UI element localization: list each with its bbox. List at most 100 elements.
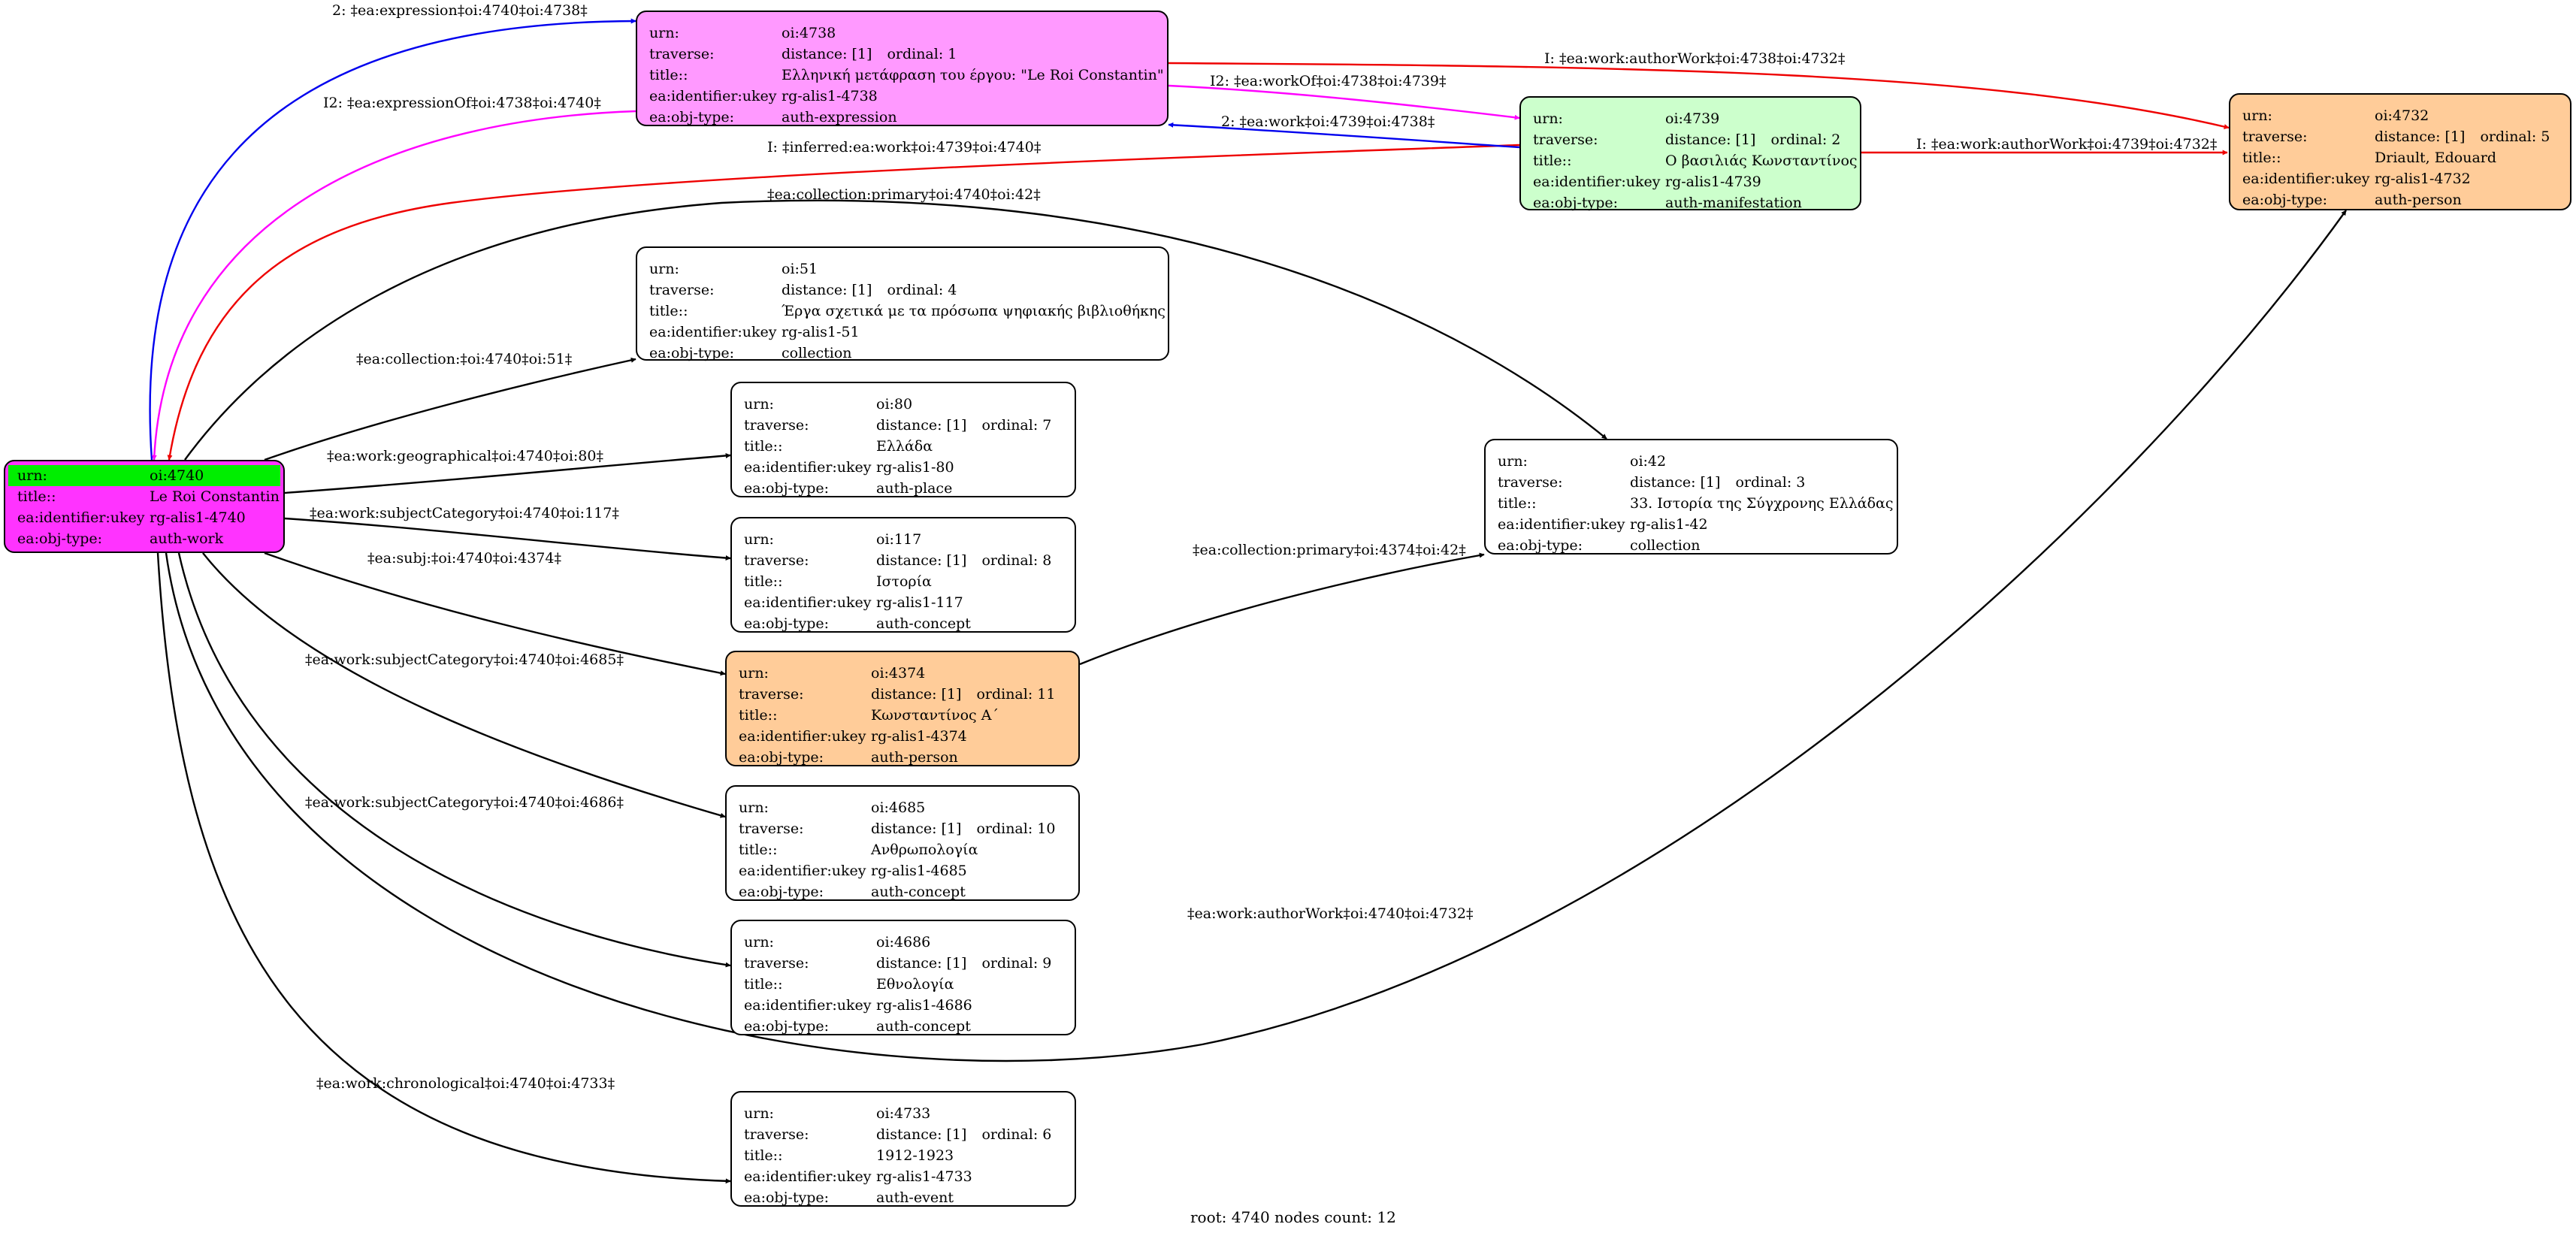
field-label-objtype: ea:obj-type: bbox=[744, 1018, 830, 1035]
node-urn: oi:42 bbox=[1630, 453, 1667, 470]
field-label-objtype: ea:obj-type: bbox=[17, 530, 103, 547]
node-objtype: collection bbox=[782, 345, 852, 361]
field-label-urn: urn: bbox=[1498, 453, 1528, 470]
field-label-urn: urn: bbox=[744, 396, 774, 413]
node-oi-4738[interactable]: urn:oi:4738 traverse:distance: [1]ordina… bbox=[636, 11, 1169, 126]
node-title: Ο βασιλιάς Κωνσταντίνος bbox=[1665, 153, 1858, 169]
node-oi-4374[interactable]: urn:oi:4374 traverse:distance: [1]ordina… bbox=[725, 651, 1080, 766]
field-label-ukey: ea:identifier:ukey bbox=[17, 509, 145, 526]
field-label-ukey: ea:identifier:ukey bbox=[744, 1168, 872, 1185]
field-label-title: title:: bbox=[744, 976, 783, 993]
node-ukey: rg-alis1-4374 bbox=[871, 728, 967, 745]
edge-label-work: 2: ‡ea:work‡oi:4739‡oi:4738‡ bbox=[1221, 113, 1435, 130]
field-label-traverse: traverse: bbox=[744, 552, 809, 569]
node-oi-4740[interactable]: urn: oi:4740 title::Le Roi Constantin ea:… bbox=[4, 460, 285, 553]
node-title: 33. Ιστορία της Σύγχρονης Ελλάδας bbox=[1630, 495, 1894, 512]
node-ukey: rg-alis1-4740 bbox=[150, 509, 246, 526]
edge-label-chronological: ‡ea:work:chronological‡oi:4740‡oi:4733‡ bbox=[316, 1075, 615, 1092]
node-ordinal: ordinal: 1 bbox=[887, 46, 957, 62]
edge-inferred-work-4739-4740 bbox=[167, 144, 1520, 461]
node-oi-4739[interactable]: urn:oi:4739 traverse:distance: [1]ordina… bbox=[1519, 96, 1861, 211]
node-oi-51[interactable]: urn:oi:51 traverse:distance: [1]ordinal:… bbox=[636, 246, 1169, 361]
node-distance: distance: [1] bbox=[2375, 128, 2466, 145]
node-title: Ελλάδα bbox=[876, 438, 933, 455]
node-ordinal: ordinal: 2 bbox=[1770, 131, 1841, 148]
edge-label-authorWork-4739: I: ‡ea:work:authorWork‡oi:4739‡oi:4732‡ bbox=[1916, 136, 2217, 153]
field-label-objtype: ea:obj-type: bbox=[649, 109, 735, 125]
node-urn: oi:51 bbox=[782, 261, 818, 277]
field-label-objtype: ea:obj-type: bbox=[2242, 192, 2328, 208]
field-label-objtype: ea:obj-type: bbox=[739, 749, 824, 766]
node-objtype: auth-person bbox=[871, 749, 958, 766]
node-ukey: rg-alis1-4738 bbox=[782, 88, 878, 104]
node-objtype: auth-expression bbox=[782, 109, 897, 125]
field-label-title: title:: bbox=[649, 67, 688, 83]
node-oi-4733[interactable]: urn:oi:4733 traverse:distance: [1]ordina… bbox=[730, 1091, 1076, 1207]
field-label-title: title:: bbox=[744, 573, 783, 590]
node-title: Le Roi Constantin bbox=[150, 488, 280, 505]
node-title: 1912-1923 bbox=[876, 1147, 954, 1164]
node-distance: distance: [1] bbox=[782, 282, 872, 298]
field-label-objtype: ea:obj-type: bbox=[744, 480, 830, 497]
field-label-traverse: traverse: bbox=[2242, 128, 2308, 145]
edge-label-subjectCategory-4686: ‡ea:work:subjectCategory‡oi:4740‡oi:4686… bbox=[305, 794, 624, 811]
edge-expression-4740-4738 bbox=[149, 18, 636, 461]
node-distance: distance: [1] bbox=[871, 686, 962, 703]
node-urn: oi:4686 bbox=[876, 934, 931, 950]
field-label-ukey: ea:identifier:ukey bbox=[744, 459, 872, 476]
edge-subjectCategory-4740-117 bbox=[284, 517, 731, 561]
node-oi-80[interactable]: urn:oi:80 traverse:distance: [1]ordinal:… bbox=[730, 382, 1076, 497]
field-label-ukey: ea:identifier:ukey bbox=[649, 324, 777, 340]
field-label-traverse: traverse: bbox=[739, 820, 804, 837]
node-urn: oi:4740 bbox=[150, 467, 204, 484]
node-objtype: auth-event bbox=[876, 1189, 954, 1206]
node-distance: distance: [1] bbox=[876, 955, 967, 972]
node-oi-4732[interactable]: urn:oi:4732 traverse:distance: [1]ordina… bbox=[2229, 93, 2571, 210]
field-label-urn: urn: bbox=[649, 261, 679, 277]
node-objtype: auth-manifestation bbox=[1665, 195, 1802, 211]
edge-work-4739-4738 bbox=[1168, 122, 1520, 149]
edge-label-inferred-work: I: ‡inferred:ea:work‡oi:4739‡oi:4740‡ bbox=[767, 139, 1041, 156]
node-ordinal: ordinal: 6 bbox=[981, 1126, 1052, 1143]
field-label-title: title:: bbox=[17, 488, 56, 505]
field-label-title: title:: bbox=[739, 707, 778, 724]
edge-label-collection-51: ‡ea:collection:‡oi:4740‡oi:51‡ bbox=[356, 351, 572, 367]
edge-workOf-4738-4739 bbox=[1168, 84, 1520, 120]
edge-label-authorWork-4740: ‡ea:work:authorWork‡oi:4740‡oi:4732‡ bbox=[1187, 905, 1473, 922]
node-ukey: rg-alis1-4732 bbox=[2375, 171, 2471, 187]
node-oi-42[interactable]: urn:oi:42 traverse:distance: [1]ordinal:… bbox=[1484, 439, 1898, 555]
node-oi-4686[interactable]: urn:oi:4686 traverse:distance: [1]ordina… bbox=[730, 920, 1076, 1035]
edge-label-authorWork-4738: I: ‡ea:work:authorWork‡oi:4738‡oi:4732‡ bbox=[1544, 50, 1845, 67]
field-label-urn: urn: bbox=[744, 934, 774, 950]
node-urn: oi:4685 bbox=[871, 799, 926, 816]
edge-subjectCategory-4740-4686 bbox=[177, 552, 731, 968]
node-distance: distance: [1] bbox=[876, 1126, 967, 1143]
field-label-title: title:: bbox=[1533, 153, 1572, 169]
node-title: Driault, Edouard bbox=[2375, 150, 2497, 166]
node-ukey: rg-alis1-51 bbox=[782, 324, 860, 340]
node-objtype: auth-place bbox=[876, 480, 953, 497]
node-ukey: rg-alis1-4685 bbox=[871, 863, 967, 879]
field-label-ukey: ea:identifier:ukey bbox=[739, 863, 866, 879]
node-objtype: collection bbox=[1630, 537, 1701, 554]
edge-authorWork-4740-4732 bbox=[165, 210, 2347, 1062]
field-label-ukey: ea:identifier:ukey bbox=[739, 728, 866, 745]
node-oi-4685[interactable]: urn:oi:4685 traverse:distance: [1]ordina… bbox=[725, 785, 1080, 901]
node-distance: distance: [1] bbox=[1630, 474, 1721, 491]
field-label-ukey: ea:identifier:ukey bbox=[1533, 174, 1661, 190]
node-ordinal: ordinal: 9 bbox=[981, 955, 1052, 972]
node-oi-117[interactable]: urn:oi:117 traverse:distance: [1]ordinal… bbox=[730, 517, 1076, 633]
field-label-objtype: ea:obj-type: bbox=[744, 615, 830, 632]
edge-label-subjectCategory-4685: ‡ea:work:subjectCategory‡oi:4740‡oi:4685… bbox=[305, 651, 624, 668]
field-label-ukey: ea:identifier:ukey bbox=[1498, 516, 1625, 533]
node-urn: oi:117 bbox=[876, 531, 922, 548]
edge-collection-primary-4740-42 bbox=[184, 199, 1607, 461]
field-label-urn: urn: bbox=[17, 467, 47, 484]
node-ukey: rg-alis1-42 bbox=[1630, 516, 1708, 533]
node-ordinal: ordinal: 5 bbox=[2480, 128, 2550, 145]
field-label-ukey: ea:identifier:ukey bbox=[744, 997, 872, 1014]
node-ukey: rg-alis1-80 bbox=[876, 459, 954, 476]
node-distance: distance: [1] bbox=[871, 820, 962, 837]
node-row-title: title::Le Roi Constantin bbox=[8, 486, 280, 507]
node-ordinal: ordinal: 3 bbox=[1735, 474, 1806, 491]
